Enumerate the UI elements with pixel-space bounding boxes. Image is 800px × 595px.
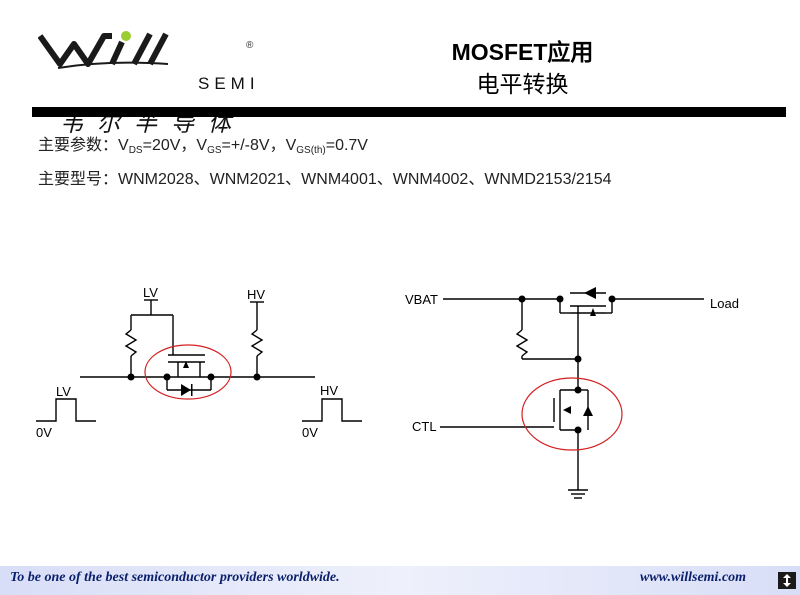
vth-symbol: V [285, 137, 297, 154]
registered-mark: ® [246, 40, 254, 51]
output-low-label: 0V [302, 425, 318, 440]
vds-subscript: DS [128, 145, 143, 156]
left-circuit-nodes [127, 361, 261, 396]
input-low-label: 0V [36, 425, 52, 440]
title-line-1: MOSFET应用 [451, 39, 594, 65]
parameters-label: 主要参数： [38, 137, 119, 154]
input-waveform [36, 398, 96, 422]
vgs-symbol: V [196, 137, 208, 154]
footer-bar: To be one of the best semiconductor prov… [0, 566, 800, 595]
pullup-resistor-left [124, 329, 138, 357]
lv-supply-label: LV [143, 285, 158, 300]
pullup-resistor-right [250, 329, 264, 357]
vds-value: =20V， [142, 137, 197, 154]
vth-value: =0.7V [325, 137, 368, 154]
title-line-2: 电平转换 [476, 71, 569, 97]
highlight-circle-right [521, 377, 623, 451]
company-logo: SEMI ® 韦尔半导体 [38, 30, 268, 137]
vbat-label: VBAT [405, 292, 438, 307]
key-parameters-row: 主要参数：VDS=20V，VGS=+/-8V，VGS(th)=0.7V [38, 136, 612, 170]
vgs-subscript: GS [207, 145, 222, 156]
output-high-label: HV [320, 383, 338, 398]
ctl-label: CTL [412, 419, 437, 434]
vds-symbol: V [118, 137, 129, 154]
load-label: Load [710, 296, 739, 311]
right-circuit-nodes [518, 287, 616, 434]
slide-title: MOSFET应用 电平转换 [400, 36, 645, 100]
models-list: WNM2028、WNM2021、WNM4001、WNM4002、WNMD2153… [118, 171, 612, 188]
logo-wave-icon [38, 31, 169, 69]
models-label: 主要型号： [38, 171, 119, 188]
logo-brand-text: SEMI [198, 74, 260, 93]
highlight-circle-left [144, 344, 232, 400]
body-diode-icon [181, 384, 191, 396]
left-level-shifter-circuit [36, 299, 362, 422]
input-high-label: LV [56, 384, 71, 399]
footer-slogan: To be one of the best semiconductor prov… [10, 570, 340, 585]
nmos-arrow-icon [563, 406, 571, 414]
output-waveform [302, 398, 362, 422]
key-models-row: 主要型号：WNM2028、WNM2021、WNM4001、WNM4002、WNM… [38, 170, 612, 204]
vgs-value: =+/-8V， [221, 137, 286, 154]
slide-nav-icon[interactable] [778, 572, 796, 589]
vth-subscript: GS(th) [296, 145, 326, 156]
right-load-switch-circuit [440, 292, 704, 499]
gate-resistor [515, 329, 529, 357]
mosfet-arrow-icon [183, 361, 189, 368]
pmos-arrow-icon [590, 308, 596, 316]
circuit-diagrams: LV HV LV 0V HV 0V [36, 285, 739, 499]
pmos-diode-icon [584, 287, 596, 299]
hv-supply-label: HV [247, 287, 265, 302]
header-divider [32, 107, 786, 117]
nmos-diode-icon [583, 406, 593, 416]
footer-website-link[interactable]: www.willsemi.com [640, 570, 747, 585]
parameter-block: 主要参数：VDS=20V，VGS=+/-8V，VGS(th)=0.7V 主要型号… [38, 136, 612, 204]
